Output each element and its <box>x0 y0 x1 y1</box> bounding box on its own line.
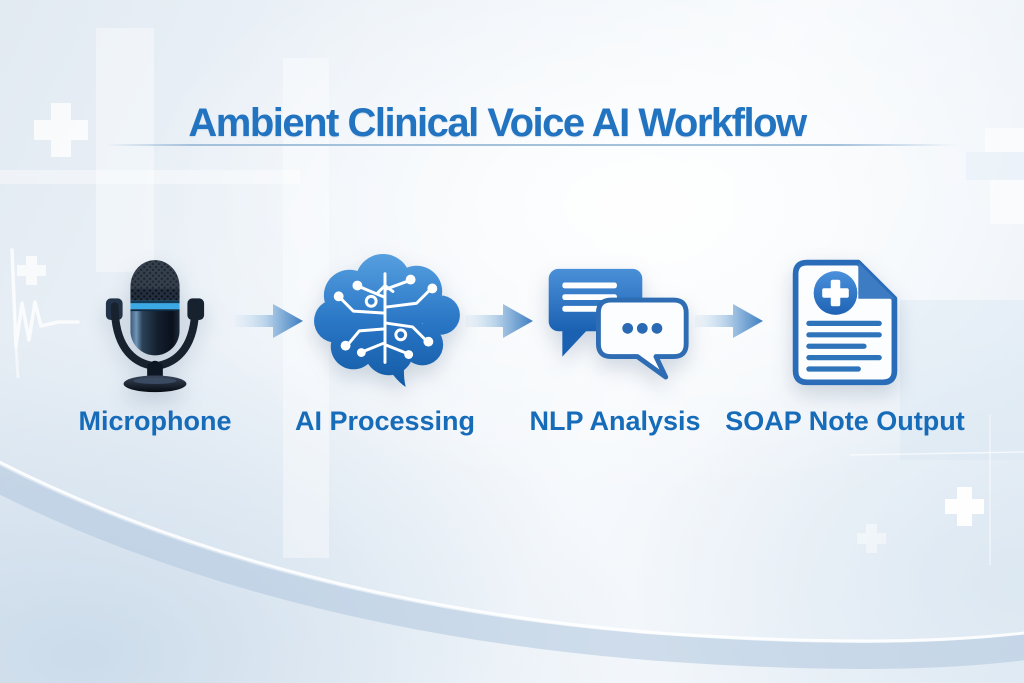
medical-document-icon <box>788 240 902 402</box>
step-label-microphone: Microphone <box>78 406 232 436</box>
medical-cross-icon <box>857 524 886 553</box>
medical-cross-icon <box>945 487 984 526</box>
swoosh-highlight-line <box>0 460 1024 643</box>
workflow-step-microphone: Microphone <box>77 240 233 437</box>
arrow-right-icon <box>233 240 307 402</box>
bg-patch <box>0 170 300 184</box>
workflow-step-soap-note-output: SOAP Note Output <box>725 240 965 437</box>
workflow-row: Microphone <box>77 240 965 437</box>
microphone-icon <box>101 240 209 402</box>
ekg-heartbeat-line <box>14 345 20 379</box>
bg-patch <box>96 28 154 272</box>
title-underline <box>105 144 957 146</box>
arrow-right-icon <box>463 240 537 402</box>
step-label-ai-processing: AI Processing <box>294 406 476 436</box>
bg-patch <box>966 152 1024 180</box>
medical-cross-icon <box>17 256 46 285</box>
arrow-right-icon <box>693 240 767 402</box>
bg-patch <box>990 180 1024 224</box>
chat-bubbles-icon <box>537 240 693 402</box>
bg-grid-line <box>849 451 1024 456</box>
workflow-step-nlp-analysis: NLP Analysis <box>529 240 701 437</box>
ekg-heartbeat-line <box>10 248 80 348</box>
brain-circuit-icon <box>306 240 464 402</box>
step-label-soap-note-output: SOAP Note Output <box>725 406 965 436</box>
workflow-step-ai-processing: AI Processing <box>295 240 475 437</box>
step-label-nlp-analysis: NLP Analysis <box>529 406 701 436</box>
swoosh-curve <box>0 465 1024 669</box>
page-title: Ambient Clinical Voice AI Workflow <box>188 100 807 145</box>
